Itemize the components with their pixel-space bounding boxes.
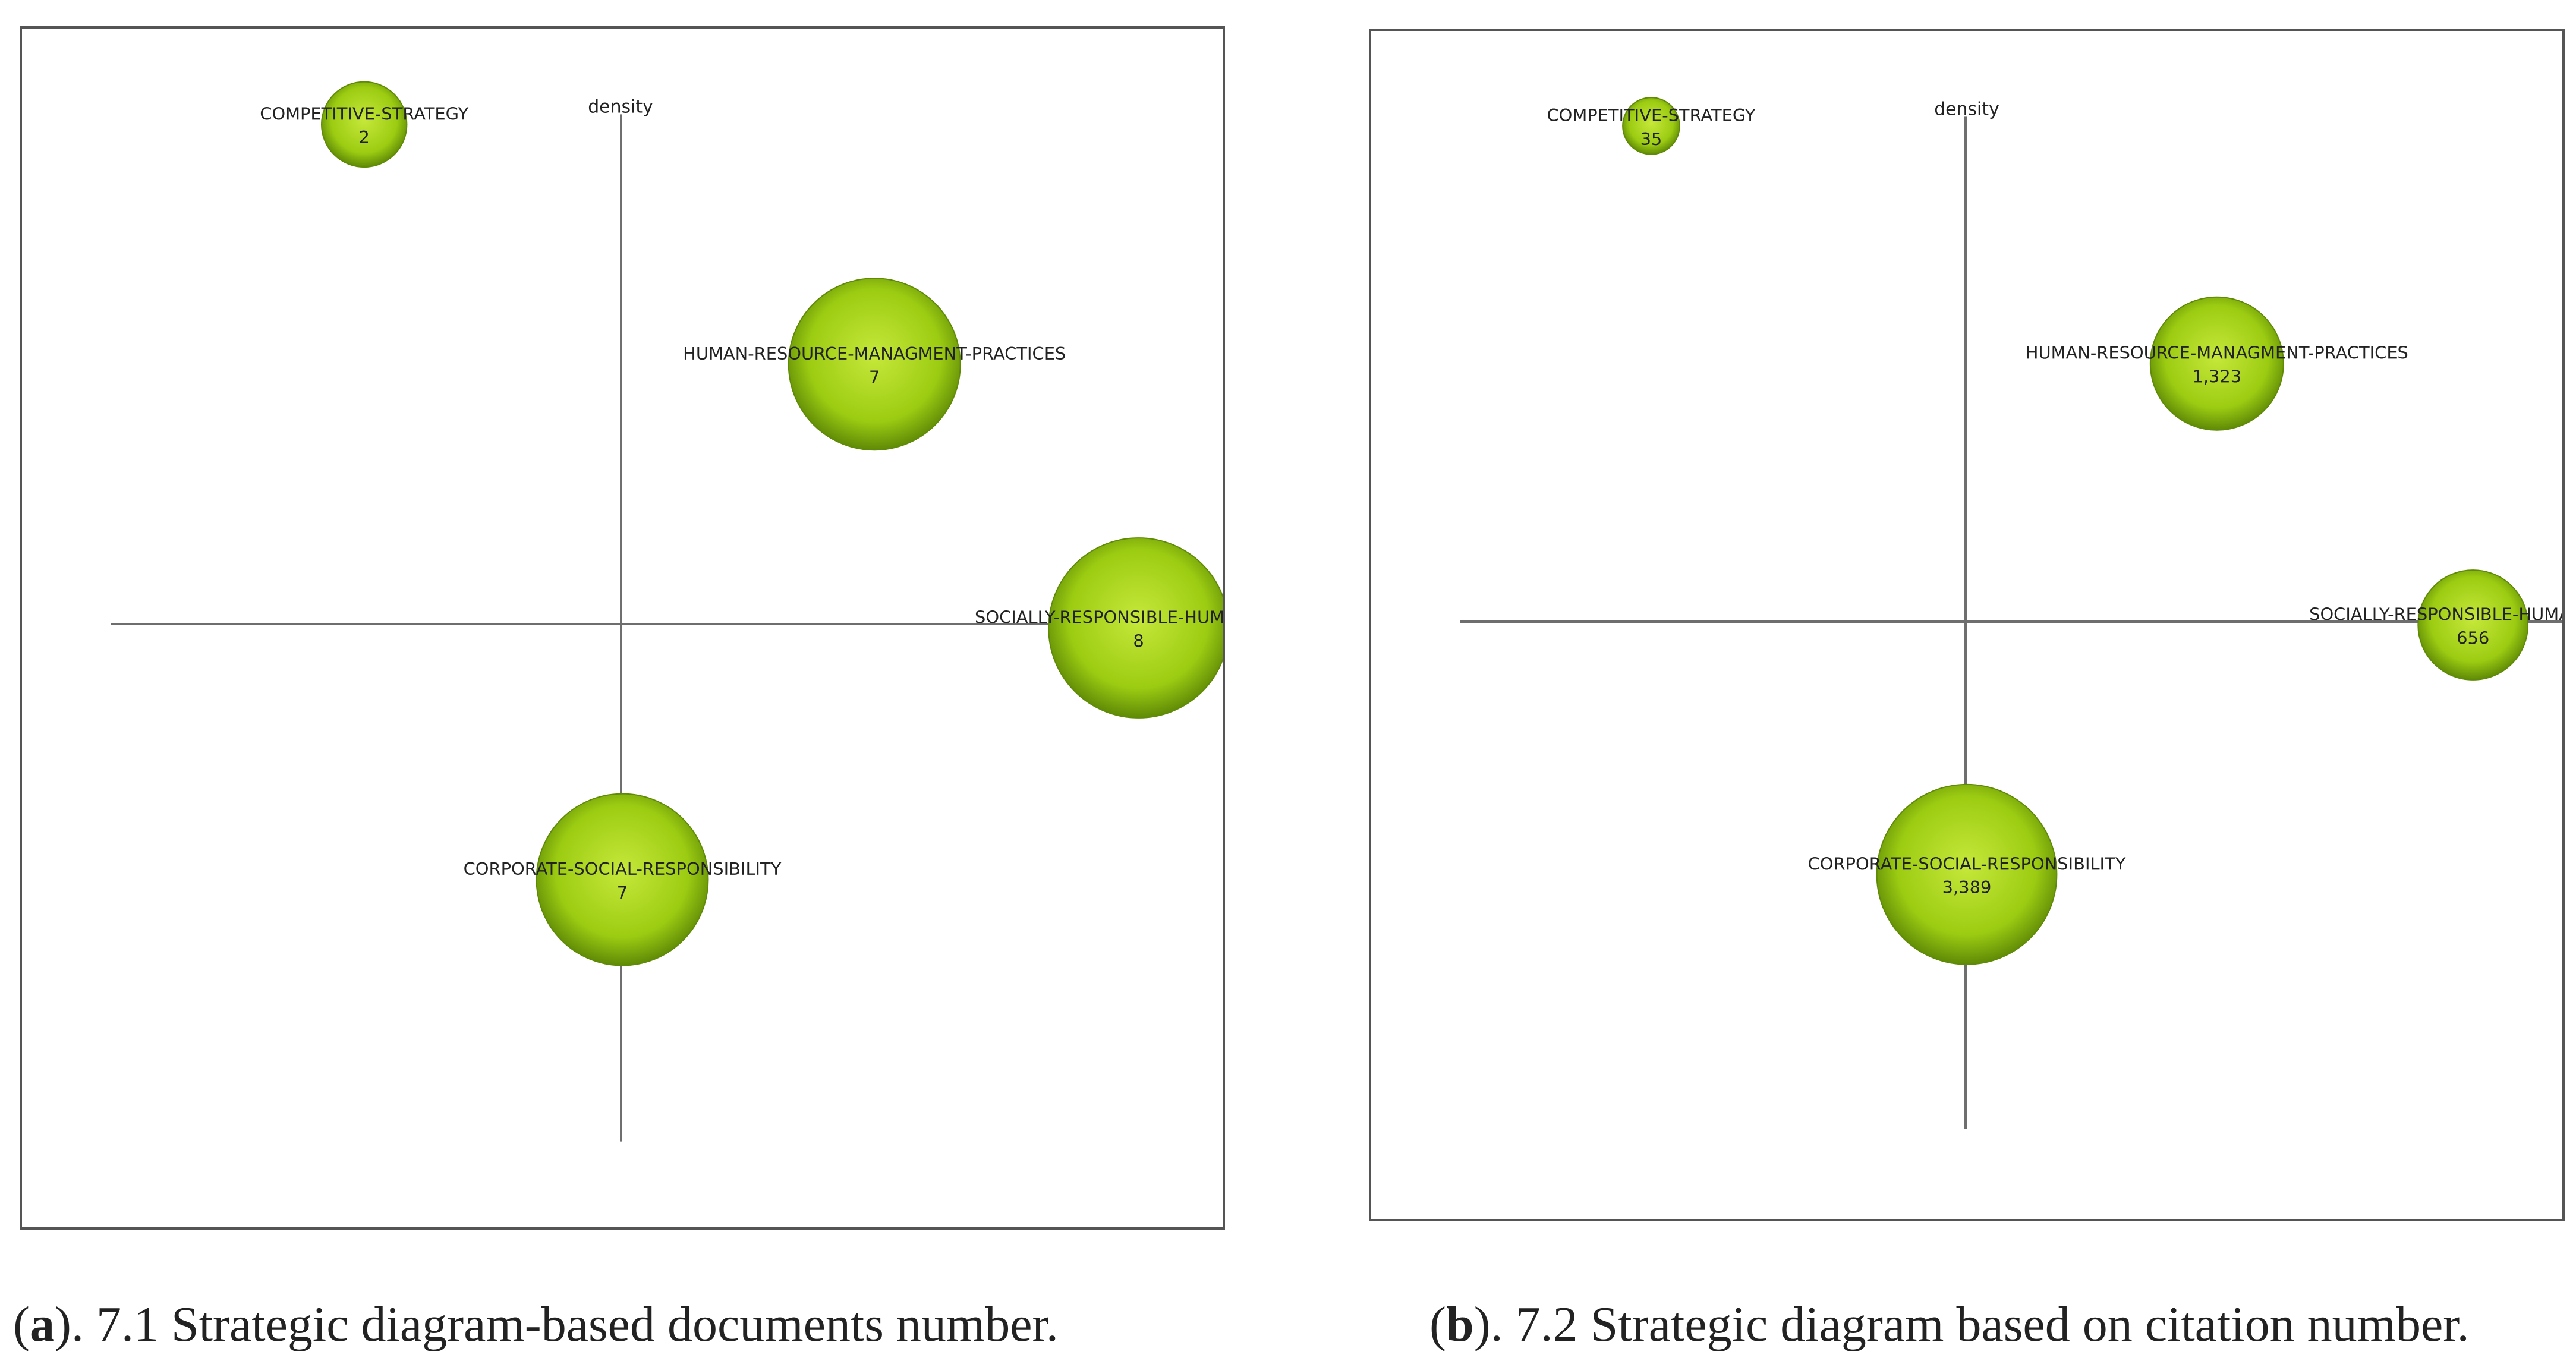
bubble-label-corporate-social-responsibility: CORPORATE-SOCIAL-RESPONSIBILITY xyxy=(1808,853,2126,874)
bubble-corporate-social-responsibility xyxy=(536,793,709,966)
bubble-value-corporate-social-responsibility: 7 xyxy=(617,883,628,903)
bubble-corporate-social-responsibility xyxy=(1876,783,2058,965)
bubble-socially-responsible-human-reso xyxy=(1048,537,1223,719)
bubble-value-competitive-strategy: 35 xyxy=(1640,129,1662,149)
bubble-competitive-strategy xyxy=(320,81,408,168)
bubble-value-competitive-strategy: 2 xyxy=(359,127,370,147)
caption-b-letter: b xyxy=(1446,1297,1474,1352)
caption-b-open: ( xyxy=(1429,1297,1446,1352)
bubble-label-corporate-social-responsibility: CORPORATE-SOCIAL-RESPONSIBILITY xyxy=(464,859,782,879)
bubble-value-socially-responsible-human-reso: 8 xyxy=(1133,631,1144,651)
bubble-label-competitive-strategy: COMPETITIVE-STRATEGY xyxy=(260,103,468,124)
chart-b-canvas: density COMPETITIVE-STRATEGY 35HUMAN-RESOU… xyxy=(1460,97,2562,1129)
bubble-label-socially-responsible-human-reso: SOCIALLY-RESPONSIBLE-HUMAN-RESO xyxy=(975,607,1223,628)
bubble-label-socially-responsible-human-reso: SOCIALLY-RESPONSIBLE-HUMAN-RESO xyxy=(2309,604,2562,625)
caption-a-letter: a xyxy=(29,1297,55,1352)
bubble-human-resource-managment-practices xyxy=(788,278,961,451)
caption-a: (a). 7.1 Strategic diagram-based documen… xyxy=(13,1296,1059,1353)
bubble-value-socially-responsible-human-reso: 656 xyxy=(2457,628,2489,648)
caption-a-text: ). 7.1 Strategic diagram-based documents… xyxy=(54,1297,1059,1352)
bubble-value-corporate-social-responsibility: 3,389 xyxy=(1942,877,1992,897)
bubble-value-human-resource-managment-practices: 1,323 xyxy=(2193,367,2242,387)
bubble-competitive-strategy xyxy=(1622,97,1680,155)
density-axis-label: density xyxy=(1934,99,1999,119)
caption-a-open: ( xyxy=(13,1297,30,1352)
caption-b: (b). 7.2 Strategic diagram based on cita… xyxy=(1429,1296,2470,1353)
density-axis-label: density xyxy=(588,96,653,117)
bubble-value-human-resource-managment-practices: 7 xyxy=(869,367,880,387)
chart-a-canvas: density COMPETITIVE-STRATEGY 2HUMAN-RESOUR… xyxy=(111,81,1223,1142)
bubble-label-human-resource-managment-practices: HUMAN-RESOURCE-MANAGMENT-PRACTICES xyxy=(2026,343,2408,363)
bubble-socially-responsible-human-reso xyxy=(2417,569,2529,680)
bubble-human-resource-managment-practices xyxy=(2149,296,2284,431)
bubble-label-competitive-strategy: COMPETITIVE-STRATEGY xyxy=(1547,105,1755,125)
bubble-label-human-resource-managment-practices: HUMAN-RESOURCE-MANAGMENT-PRACTICES xyxy=(683,344,1066,364)
caption-b-text: ). 7.2 Strategic diagram based on citati… xyxy=(1473,1297,2470,1352)
